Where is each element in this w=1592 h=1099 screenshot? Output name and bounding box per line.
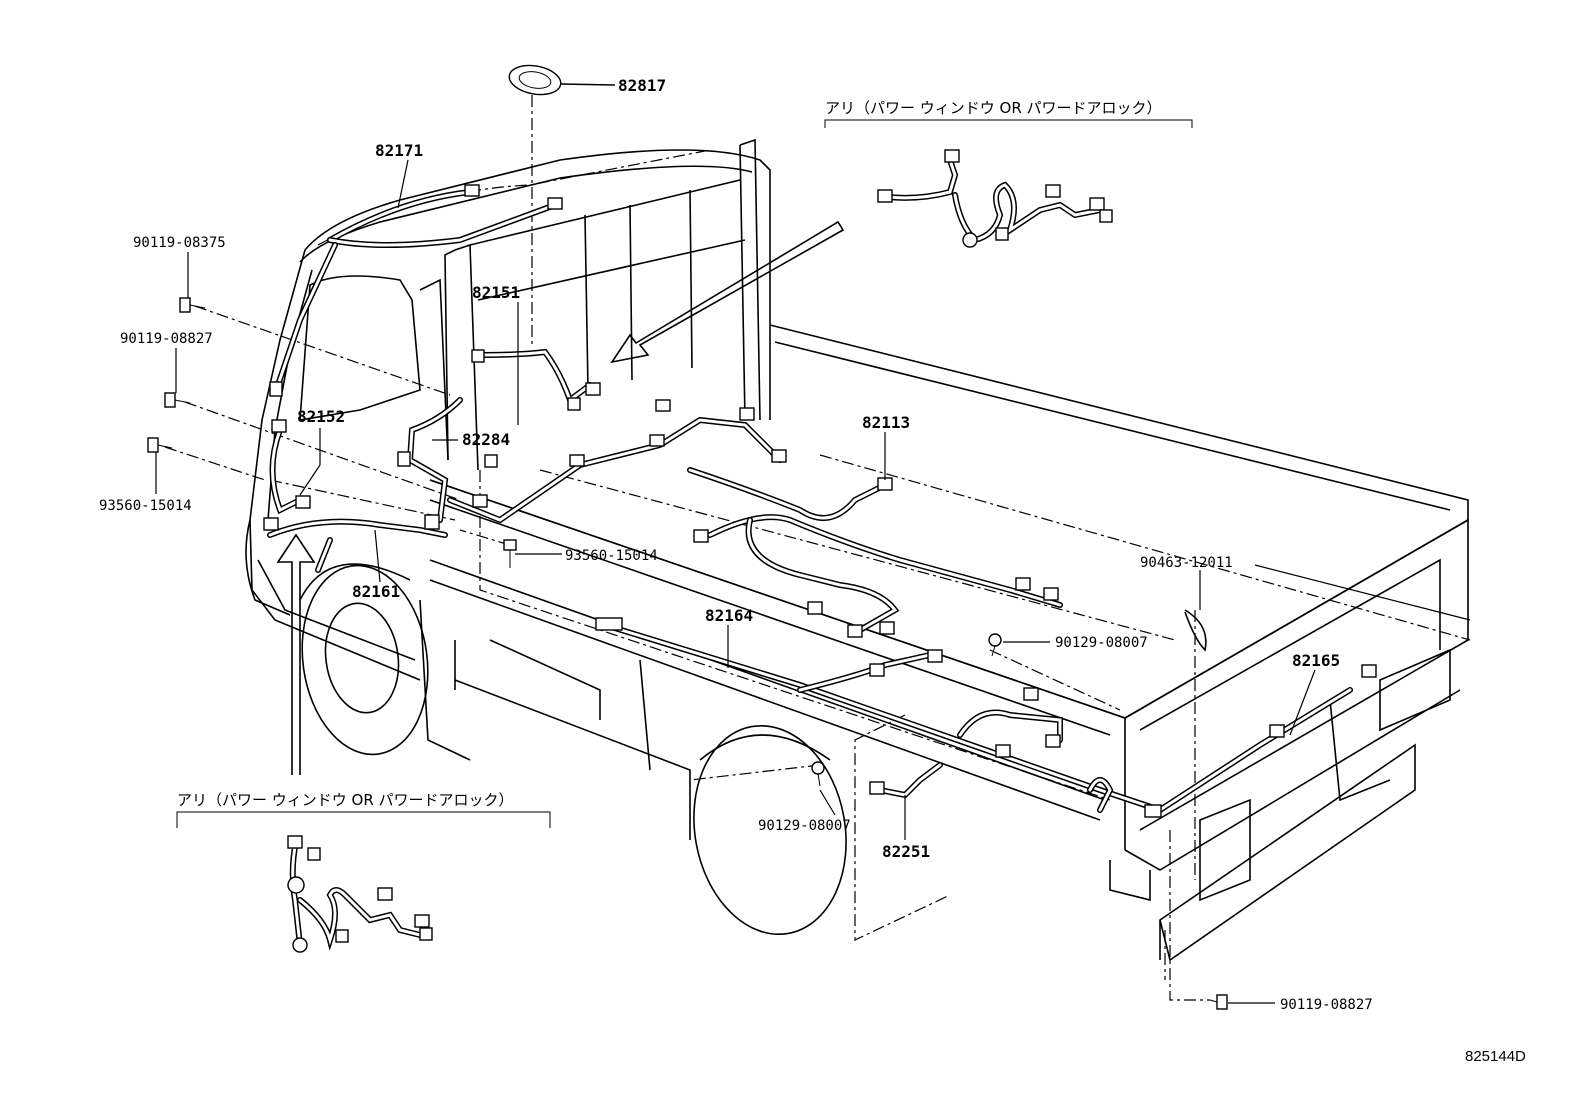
truck-cab: [245, 138, 771, 761]
part-label-82151: 82151: [472, 283, 520, 302]
part-label-82817: 82817: [618, 76, 666, 95]
option-note-top: アリ（パワー ウィンドウ OR パワードアロック）: [825, 99, 1162, 117]
option-note-bottom: アリ（パワー ウィンドウ OR パワードアロック）: [177, 791, 514, 809]
leader-lines: [155, 159, 1471, 1004]
part-label-82284: 82284: [462, 430, 510, 449]
grommet-icon: [508, 64, 616, 96]
part-label-82171: 82171: [375, 141, 423, 160]
truck-bed: [429, 324, 1469, 980]
part-label-82165: 82165: [1292, 651, 1340, 670]
part-label-90119-08375: 90119-08375: [133, 235, 226, 251]
part-label-82152: 82152: [297, 407, 345, 426]
part-label-82161: 82161: [352, 582, 400, 601]
part-label-90119-08827: 90119-08827: [120, 331, 213, 347]
bolt-icon: [147, 437, 173, 453]
part-label-82251: 82251: [882, 842, 930, 861]
part-label-90119-08827-rear: 90119-08827: [1280, 997, 1373, 1013]
part-label-93560-15014-left: 93560-15014: [99, 498, 192, 514]
diagram-id: 825144D: [1465, 1048, 1526, 1065]
part-label-82113: 82113: [862, 413, 910, 432]
part-label-82164: 82164: [705, 606, 753, 625]
reference-lines: [164, 95, 1471, 1001]
bolt-icon: [1209, 994, 1228, 1010]
clip-icon: [811, 761, 825, 787]
part-label-90129-08007-right: 90129-08007: [1055, 635, 1148, 651]
wire-harnesses: [267, 189, 1353, 813]
clip-icon: [988, 633, 1002, 657]
option-harness-bottom: [176, 811, 551, 953]
connectors: [263, 184, 1377, 818]
fasteners: [147, 64, 1228, 1010]
part-label-90463-12011: 90463-12011: [1140, 555, 1233, 571]
view-arrows: [276, 220, 845, 775]
bolt-icon: [179, 297, 206, 313]
bolt-icon: [164, 392, 191, 408]
part-label-93560-15014-center: 93560-15014: [565, 548, 658, 564]
option-harness-top: [824, 119, 1193, 248]
part-labels: 82817 82171 82151 82152 82284 82113 8216…: [99, 76, 1373, 1013]
part-label-90129-08007-lower: 90129-08007: [758, 818, 851, 834]
bolt-icon: [503, 539, 517, 568]
